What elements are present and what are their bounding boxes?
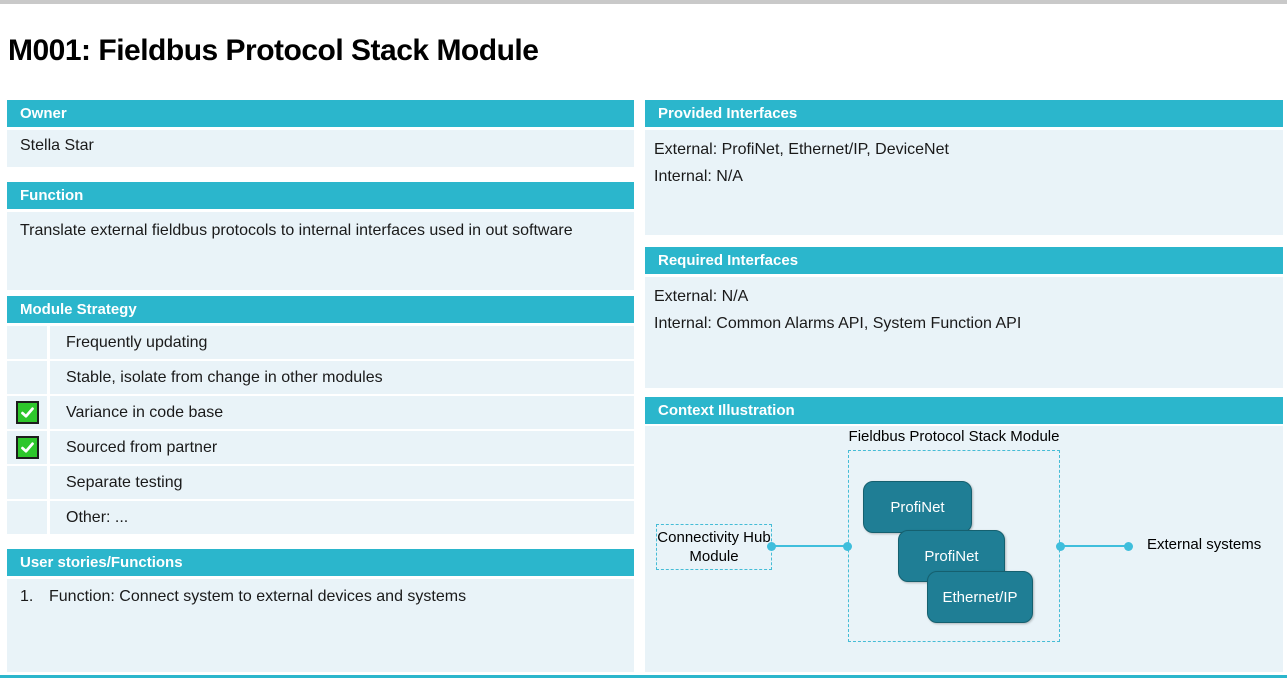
strategy-row-variance-code-base: Variance in code base [7, 396, 634, 429]
user-story-number: 1. [20, 588, 34, 605]
owner-section: Owner Stella Star [7, 100, 634, 167]
checkbox-cell [7, 361, 47, 394]
strategy-label: Variance in code base [50, 396, 634, 429]
connector-endpoint-dot [1124, 541, 1133, 551]
required-interfaces-header: Required Interfaces [645, 247, 1283, 274]
module-strategy-section: Module Strategy Frequently updating [7, 296, 634, 534]
page-title: M001: Fieldbus Protocol Stack Module [8, 34, 539, 67]
diagram-module-label: Fieldbus Protocol Stack Module [848, 428, 1060, 445]
left-connector-line [767, 541, 852, 551]
required-interfaces-body: External: N/A Internal: Common Alarms AP… [645, 277, 1283, 388]
bottom-divider [0, 675, 1287, 678]
protocol-box-ethernet-ip: Ethernet/IP [927, 571, 1033, 623]
connector-endpoint-dot [843, 541, 852, 551]
context-illustration-header: Context Illustration [645, 397, 1283, 424]
strategy-label: Frequently updating [50, 326, 634, 359]
context-illustration-section: Context Illustration Fieldbus Protocol S… [645, 397, 1283, 672]
external-systems-label: External systems [1147, 536, 1262, 553]
strategy-label: Other: ... [50, 501, 634, 534]
function-header: Function [7, 182, 634, 209]
user-stories-header: User stories/Functions [7, 549, 634, 576]
context-diagram: Fieldbus Protocol Stack Module Connectiv… [645, 426, 1283, 672]
protocol-box-profinet-1: ProfiNet [863, 481, 972, 533]
strategy-row-frequently-updating: Frequently updating [7, 326, 634, 359]
left-column: Owner Stella Star Function Translate ext… [7, 100, 634, 672]
checked-checkbox-icon [15, 401, 39, 424]
checkbox-cell [7, 326, 47, 359]
required-internal-line: Internal: Common Alarms API, System Func… [654, 315, 1022, 332]
strategy-row-stable-isolate: Stable, isolate from change in other mod… [7, 361, 634, 394]
right-column: Provided Interfaces External: ProfiNet, … [645, 100, 1283, 672]
required-interfaces-section: Required Interfaces External: N/A Intern… [645, 247, 1283, 388]
provided-interfaces-header: Provided Interfaces [645, 100, 1283, 127]
user-stories-section: User stories/Functions 1. Function: Conn… [7, 549, 634, 672]
function-section: Function Translate external fieldbus pro… [7, 182, 634, 290]
strategy-row-other: Other: ... [7, 501, 634, 534]
strategy-label: Sourced from partner [50, 431, 634, 464]
strategy-label: Separate testing [50, 466, 634, 499]
right-connector-line [1056, 541, 1133, 551]
checkbox-cell [7, 396, 47, 429]
module-strategy-header: Module Strategy [7, 296, 634, 323]
user-stories-body: 1. Function: Connect system to external … [7, 579, 634, 672]
checkbox-cell [7, 466, 47, 499]
provided-internal-line: Internal: N/A [654, 168, 743, 185]
provided-external-line: External: ProfiNet, Ethernet/IP, DeviceN… [654, 141, 949, 158]
checked-checkbox-icon [15, 436, 39, 459]
module-strategy-list: Frequently updating Stable, isolate from… [7, 326, 634, 534]
checkbox-cell [7, 501, 47, 534]
owner-header: Owner [7, 100, 634, 127]
function-value: Translate external fieldbus protocols to… [7, 212, 634, 290]
user-story-text: Function: Connect system to external dev… [49, 588, 467, 605]
owner-value: Stella Star [7, 130, 634, 167]
connector-endpoint-dot [1056, 541, 1065, 551]
provided-interfaces-section: Provided Interfaces External: ProfiNet, … [645, 100, 1283, 235]
connectivity-hub-node: Connectivity Hub Module [656, 524, 772, 570]
user-story-item: 1. Function: Connect system to external … [20, 588, 621, 606]
required-external-line: External: N/A [654, 288, 749, 305]
strategy-label: Stable, isolate from change in other mod… [50, 361, 634, 394]
strategy-row-sourced-from-partner: Sourced from partner [7, 431, 634, 464]
top-divider [0, 0, 1287, 4]
provided-interfaces-body: External: ProfiNet, Ethernet/IP, DeviceN… [645, 130, 1283, 235]
checkbox-cell [7, 431, 47, 464]
connector-endpoint-dot [767, 541, 776, 551]
strategy-row-separate-testing: Separate testing [7, 466, 634, 499]
